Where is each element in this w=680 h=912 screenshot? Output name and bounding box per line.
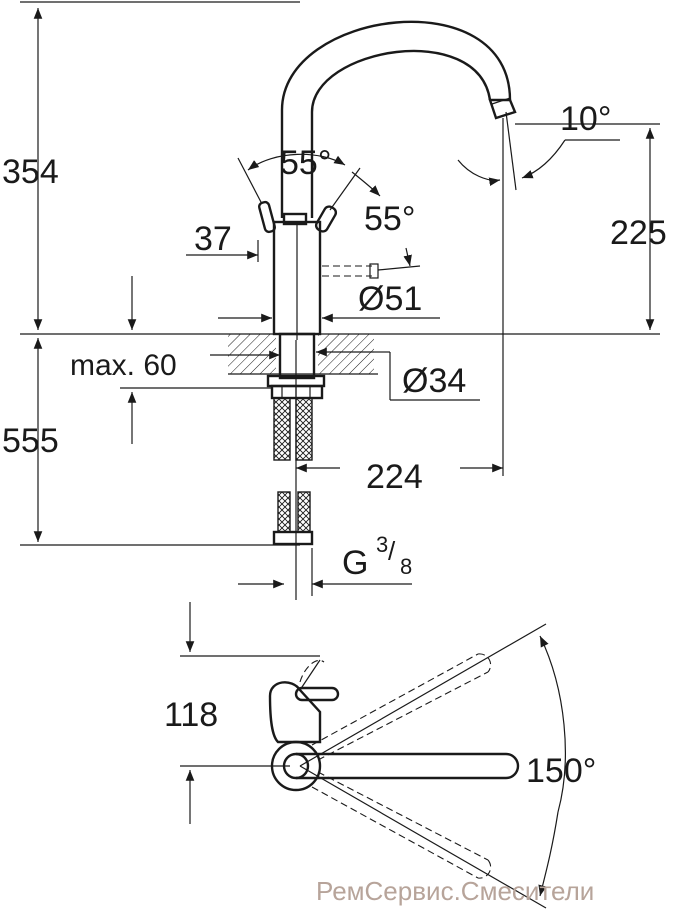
label-handle-clearance: 37	[194, 220, 232, 258]
spout-swivel-center	[296, 752, 520, 780]
watermark: РемСервис.Смесители	[316, 876, 594, 906]
label-lever-angle-top: 55°	[280, 144, 331, 182]
svg-text:/: /	[388, 536, 396, 566]
angle-55-arc	[237, 153, 381, 211]
label-top-view-offset: 118	[164, 696, 218, 734]
label-spout-tilt: 10°	[560, 100, 611, 138]
cartridge-dashes	[322, 247, 421, 279]
dimension-max60	[120, 276, 280, 444]
spout-swivel-upper	[311, 653, 492, 761]
dimension-g38	[238, 548, 412, 596]
dimension-224	[295, 340, 503, 600]
dimension-d34	[316, 347, 480, 401]
angle-10	[457, 111, 620, 191]
svg-text:G: G	[342, 544, 368, 582]
label-spout-height: 225	[610, 214, 667, 252]
label-max-deck: max. 60	[70, 349, 177, 382]
dimension-555	[20, 338, 300, 546]
dimension-225	[515, 123, 660, 330]
countertop-section	[228, 334, 378, 375]
svg-text:3: 3	[376, 532, 388, 557]
lever-handle	[257, 200, 338, 234]
label-overall-height: 354	[2, 153, 59, 191]
dimension-37	[186, 240, 259, 262]
spout-swivel-lower	[311, 771, 492, 879]
dimension-354	[20, 1, 300, 330]
supply-hoses-upper	[273, 397, 313, 461]
label-spout-reach: 224	[366, 458, 423, 496]
shank	[278, 332, 316, 380]
spout	[280, 20, 512, 218]
label-shank-diameter: Ø34	[402, 362, 466, 400]
label-hose-length: 555	[2, 422, 59, 460]
supply-hoses-lower	[272, 491, 314, 546]
svg-text:8: 8	[400, 554, 412, 579]
label-swivel-angle: 150°	[526, 752, 596, 790]
lever-top-view	[268, 659, 340, 744]
label-body-diameter: Ø51	[358, 280, 422, 318]
label-connection-thread: G 3 / 8	[342, 532, 412, 582]
spout-inner	[310, 49, 492, 218]
label-lever-angle-side: 55°	[364, 200, 415, 238]
aerator	[488, 98, 517, 120]
angle-150-arc	[299, 623, 566, 909]
